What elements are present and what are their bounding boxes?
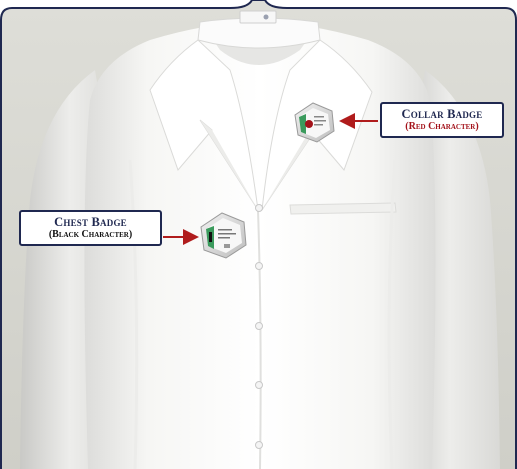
chest-badge-title: Chest Badge xyxy=(27,215,154,229)
tag-button xyxy=(264,15,269,20)
chest-badge-label: Chest Badge (Black Character) xyxy=(19,210,162,246)
collar-badge-label: Collar Badge (Red Character) xyxy=(380,102,504,138)
black-character-mark xyxy=(209,232,212,242)
collar-badge-title: Collar Badge xyxy=(388,107,496,121)
button xyxy=(256,263,263,270)
collar-tag xyxy=(240,11,276,23)
collar-badge-subtitle: (Red Character) xyxy=(388,121,496,133)
red-character-mark xyxy=(305,120,313,128)
button xyxy=(256,442,263,449)
button xyxy=(256,323,263,330)
button xyxy=(256,382,263,389)
chest-pocket xyxy=(290,203,396,214)
chest-badge-subtitle: (Black Character) xyxy=(27,229,154,241)
button xyxy=(256,205,263,212)
